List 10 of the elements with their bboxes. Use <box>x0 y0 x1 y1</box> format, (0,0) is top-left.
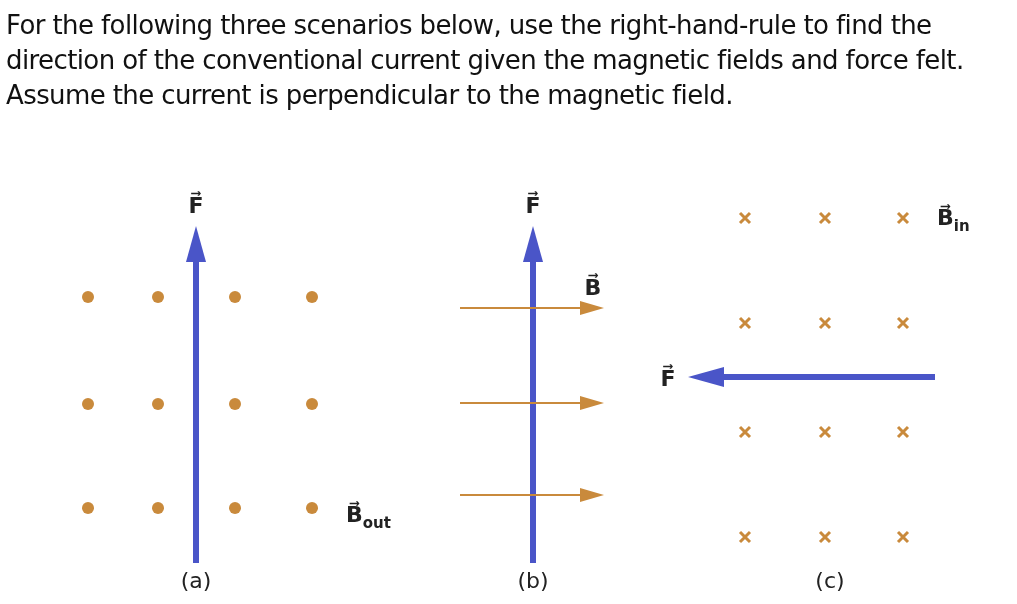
panel-label: (a) <box>180 567 212 593</box>
question-text: For the following three scenarios below, use the right-hand-rule to find the direction of the conventional current given the magnetic fields and force felt. Assume the current is perpendicular to the magnetic field. <box>6 9 965 112</box>
field-label: B⃗$_{out}$ <box>346 502 391 532</box>
field-label: B⃗$_{in}$ <box>937 205 970 235</box>
panel-label: (c) <box>815 567 845 593</box>
force-label: F⃗ <box>188 192 204 218</box>
force-label: F⃗ <box>660 365 676 391</box>
field-label: B⃗ <box>584 274 602 300</box>
panel-label: (b) <box>517 567 549 593</box>
force-label: F⃗ <box>525 192 541 218</box>
